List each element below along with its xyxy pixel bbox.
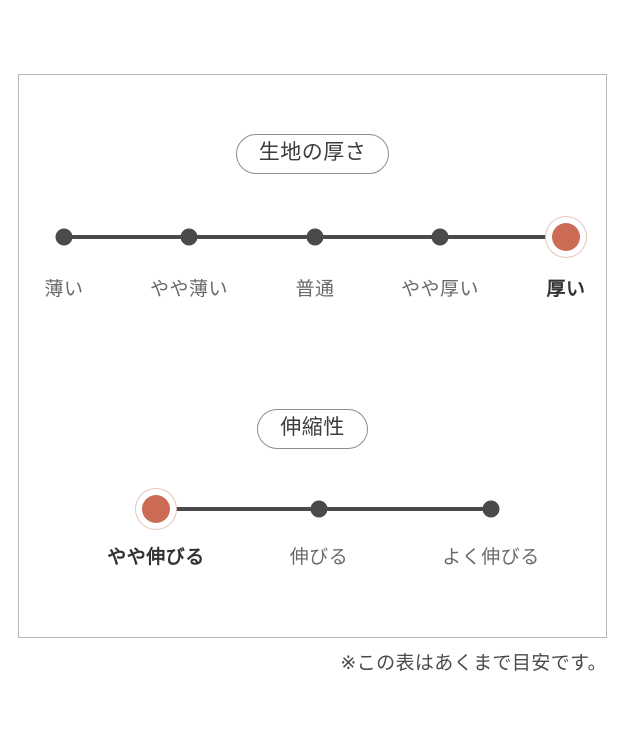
footnote-text: ※この表はあくまで目安です。: [340, 653, 607, 674]
scale-label: 普通: [295, 279, 335, 300]
spec-card: 生地の厚さ 薄い やや薄い 普通 やや厚い 厚い 伸縮性 やや伸びる 伸びる よく伸びる: [18, 74, 607, 638]
scale-label: 薄い: [44, 279, 84, 300]
scale-dot-selected[interactable]: [552, 223, 580, 251]
scale-label: よく伸びる: [442, 547, 540, 568]
scale-dot[interactable]: [306, 228, 324, 246]
scale-label: 伸びる: [289, 547, 349, 568]
scale-dot[interactable]: [310, 500, 328, 518]
scale-dot[interactable]: [55, 228, 73, 246]
chart-2-title-row: 伸縮性: [19, 409, 606, 450]
chart-1-title-pill: 生地の厚さ: [235, 134, 390, 175]
chart-1-title-row: 生地の厚さ: [19, 134, 606, 175]
scale-dot-selected[interactable]: [142, 495, 170, 523]
scale-dot[interactable]: [431, 228, 449, 246]
scale-label: やや薄い: [149, 279, 229, 300]
scale-label-selected: 厚い: [546, 279, 586, 300]
scale-label: やや厚い: [400, 279, 480, 300]
scale-label-selected: やや伸びる: [107, 547, 205, 568]
scale-dot[interactable]: [180, 228, 198, 246]
scale-dot[interactable]: [482, 500, 500, 518]
chart-2-title-pill: 伸縮性: [257, 409, 368, 450]
